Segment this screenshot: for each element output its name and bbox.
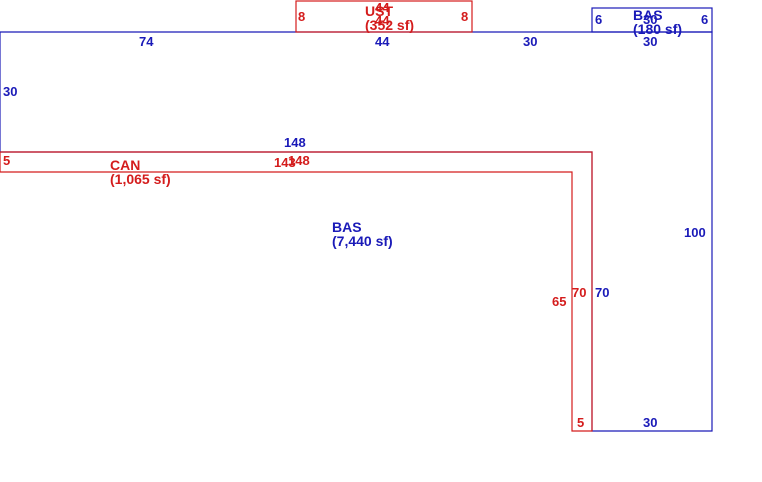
can-outline <box>0 151 593 432</box>
ust-outline <box>295 0 473 33</box>
dim-left-30: 30 <box>3 84 17 99</box>
dim-top-30b: 30 <box>643 34 657 49</box>
dim-can-5b: 5 <box>577 415 584 430</box>
dim-ust-8b: 8 <box>461 9 468 24</box>
dim-top-74: 74 <box>139 34 154 49</box>
can-size: (1,065 sf) <box>110 171 171 187</box>
bas-main-size: (7,440 sf) <box>332 233 393 249</box>
dim-ust-44a: 44 <box>375 0 390 15</box>
dim-ust-8a: 8 <box>298 9 305 24</box>
dim-small-6b: 6 <box>701 12 708 27</box>
dim-top-44: 44 <box>375 34 390 49</box>
dim-mid-148: 148 <box>284 135 306 150</box>
dim-can-5a: 5 <box>3 153 10 168</box>
bas-main-code: BAS <box>332 219 362 235</box>
bas-small-size: (180 sf) <box>633 21 682 37</box>
dim-can-70: 70 <box>572 285 586 300</box>
dim-can-65: 65 <box>552 294 566 309</box>
dim-can-143: 143 <box>274 155 296 170</box>
dim-right-100: 100 <box>684 225 706 240</box>
dim-right-70: 70 <box>595 285 609 300</box>
ust-code: UST <box>365 3 393 19</box>
dim-small-30: 30 <box>643 12 657 27</box>
bas-small-outline <box>591 7 713 33</box>
bas-small-code: BAS <box>633 7 663 23</box>
dim-small-6a: 6 <box>595 12 602 27</box>
dim-ust-44b: 44 <box>375 13 390 28</box>
dim-top-30: 30 <box>523 34 537 49</box>
ust-size: (352 sf) <box>365 17 414 33</box>
dim-can-148: 148 <box>288 153 310 168</box>
can-code: CAN <box>110 157 140 173</box>
dim-bottom-30: 30 <box>643 415 657 430</box>
